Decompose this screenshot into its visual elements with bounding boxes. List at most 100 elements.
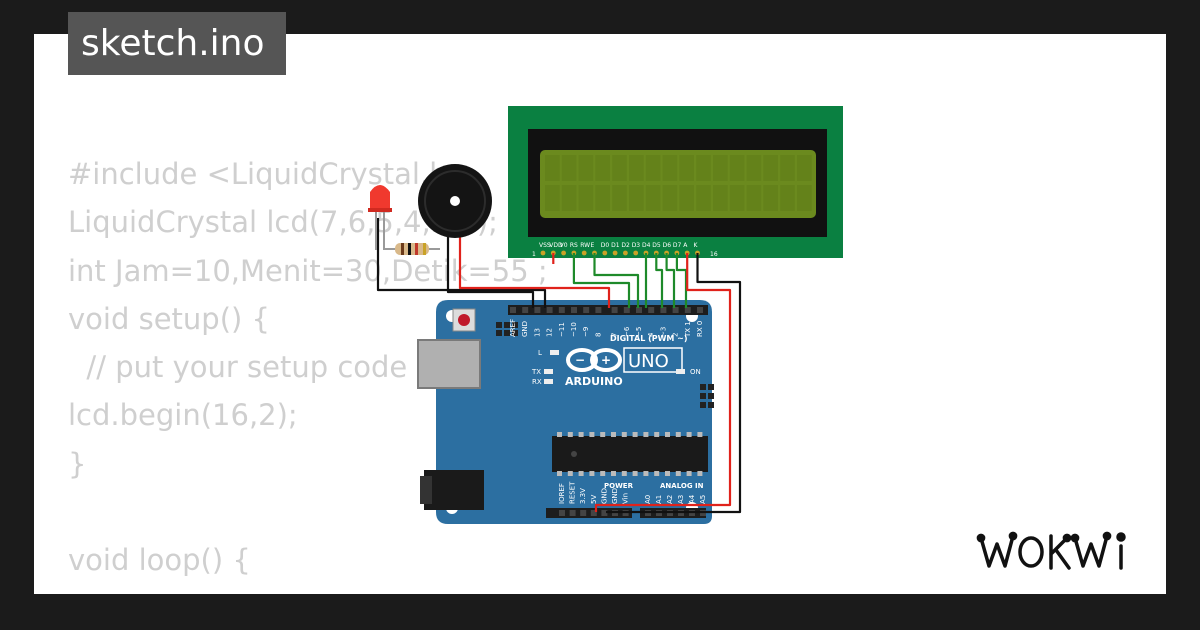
analog-pin-label: A1 <box>655 495 663 504</box>
wire-buzzer-signal <box>458 234 611 308</box>
chip-pin <box>600 432 606 437</box>
code-preview: #include <LiquidCrystal.h>LiquidCrystal … <box>68 150 752 594</box>
lcd-pin-label: V0 <box>560 242 568 249</box>
board-led-label: TX <box>531 368 541 376</box>
digital-pin-label: 2 <box>672 333 680 337</box>
chip-pin <box>643 432 649 437</box>
icsp-pin <box>708 393 714 399</box>
board-led <box>544 379 553 384</box>
digital-pin-label: RX 0 <box>696 321 704 337</box>
lcd-char-cell <box>612 155 627 181</box>
lcd-char-cell <box>746 185 762 211</box>
digital-pin <box>571 307 577 313</box>
chip-pin <box>611 471 616 476</box>
lcd-pin-label: D5 <box>652 242 661 249</box>
arduino-logo-minus: − <box>575 353 585 367</box>
icsp-pin <box>700 402 706 408</box>
board-name-frame <box>623 347 683 373</box>
lcd-char-cell <box>545 185 560 211</box>
power-pin <box>569 510 576 516</box>
digital-pin-label: 4 <box>647 332 655 337</box>
chip-pin <box>632 432 638 437</box>
icsp-pin <box>700 393 706 399</box>
lcd-char-cell <box>595 185 610 211</box>
wire-buzzer-ground <box>446 234 535 308</box>
digital-pin-label: ~5 <box>635 327 643 337</box>
lcd-pin-label: E <box>591 242 595 249</box>
power-pin <box>601 510 608 516</box>
digital-header <box>508 305 708 315</box>
power-jack <box>424 470 484 510</box>
code-line: lcd.begin(16,2); <box>68 398 298 433</box>
wire-d7 <box>675 253 688 308</box>
resistor-band <box>415 243 418 255</box>
power-pin-label: 3.3V <box>579 488 587 504</box>
digital-pin-label: AREF <box>509 319 517 337</box>
digital-pin-label: ~9 <box>582 327 590 337</box>
resistor-band <box>408 243 411 255</box>
lcd-char-cell <box>713 155 728 181</box>
lcd-pin-label: VDD <box>549 242 563 249</box>
digital-pin-label: 7 <box>611 333 619 337</box>
lcd-pin-label: K <box>694 242 699 249</box>
digital-pin <box>510 307 516 313</box>
analog-pin-label: A5 <box>699 495 707 504</box>
digital-pin <box>522 307 529 313</box>
lcd-pin <box>602 250 608 256</box>
lcd-pin <box>540 250 546 256</box>
sketch-filename-tab: sketch.ino <box>68 12 286 75</box>
lcd-char-cell <box>629 155 644 181</box>
lcd-char-cell <box>780 185 795 211</box>
lcd-char-cell <box>595 155 610 181</box>
lcd-pin <box>623 250 628 256</box>
power-pin-label: GND <box>600 488 608 504</box>
board-led-label: L <box>538 349 542 357</box>
arduino-logo-left <box>566 348 598 372</box>
analog-pin-label: A3 <box>677 495 685 504</box>
analog-pin-label: A0 <box>644 495 652 504</box>
lcd-char-cell <box>629 185 644 211</box>
led-rim <box>368 208 392 212</box>
chip-pin <box>665 432 670 437</box>
chip-pin <box>621 432 627 437</box>
lcd-pin <box>581 250 587 256</box>
board-name: UNO <box>628 351 669 372</box>
chip-pin <box>643 471 649 476</box>
wire-led-ground <box>376 218 547 308</box>
chip-pin <box>589 432 595 437</box>
lcd-pin-label: A <box>683 242 688 249</box>
lcd-pin <box>633 250 639 256</box>
power-pin <box>559 510 565 516</box>
lcd-char-cell <box>679 185 694 211</box>
lcd-pin-label: D4 <box>642 242 651 249</box>
atmega-chip <box>552 436 708 472</box>
power-label: POWER <box>604 482 634 490</box>
chip-pin <box>589 471 595 476</box>
power-pin-label: Vin <box>622 493 630 504</box>
chip-pin <box>675 471 681 476</box>
digital-pin-label: 13 <box>533 328 541 337</box>
lcd-char-cell <box>645 185 661 211</box>
digital-label: DIGITAL (PWM ~) <box>610 334 688 343</box>
icsp-pin <box>700 384 706 390</box>
chip-pin <box>697 471 703 476</box>
digital-pin-label: 8 <box>594 333 602 337</box>
chip-pin <box>686 432 692 437</box>
chip-pin <box>632 471 638 476</box>
chip-pin <box>567 471 573 476</box>
wire-lcd-anode <box>594 253 732 512</box>
lcd-char-cell <box>578 185 594 211</box>
red-led <box>370 185 390 210</box>
lcd-char-cell <box>797 155 812 181</box>
resistor-band <box>401 243 404 255</box>
digital-pin-label: ~6 <box>623 326 631 337</box>
digital-pin-label: ~10 <box>570 322 578 337</box>
lcd-char-cell <box>763 185 778 211</box>
icsp-pin <box>512 322 518 328</box>
arduino-brand: ARDUINO <box>565 375 623 388</box>
analog-label: ANALOG IN <box>660 482 704 490</box>
buzzer-hole <box>450 196 460 206</box>
icsp-pin <box>512 330 518 336</box>
icsp-pin <box>504 322 510 328</box>
